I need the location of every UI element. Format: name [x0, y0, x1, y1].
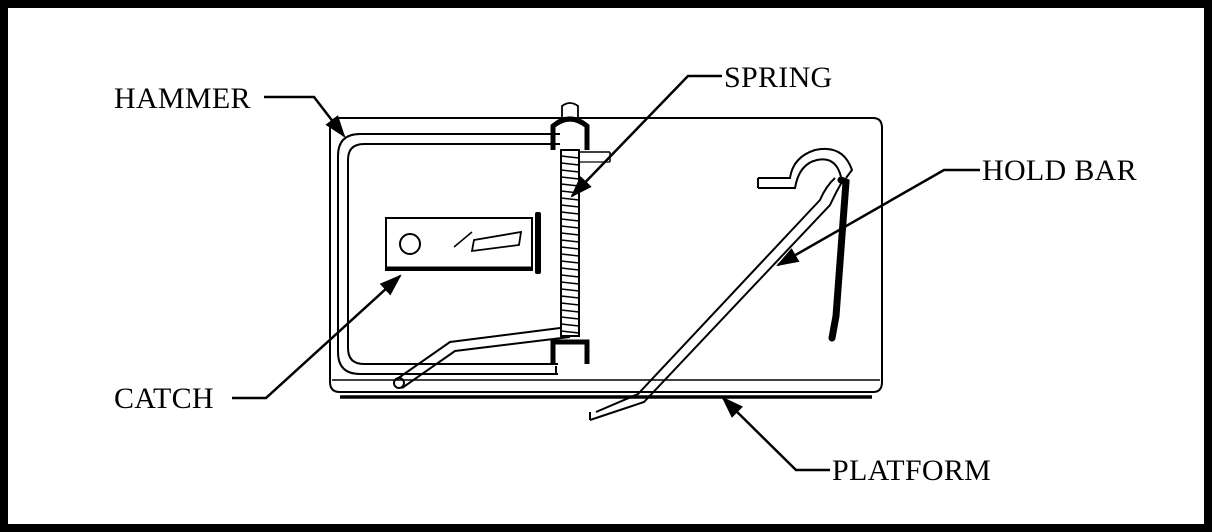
spring-coil-turn	[560, 197, 580, 201]
spring-coil-turn	[560, 302, 580, 306]
spring-coil-turn	[560, 281, 580, 285]
latch-wire	[393, 326, 571, 389]
hammer	[337, 133, 560, 375]
leader-hammer	[264, 95, 346, 138]
spring-coil-turn	[560, 169, 580, 173]
spring-coil-turn	[560, 253, 580, 257]
spring-coil-turn	[560, 211, 580, 215]
callout-hold-bar: HOLD BAR	[776, 154, 1137, 267]
spring-coil-turn	[560, 162, 580, 166]
label-platform: PLATFORM	[832, 454, 991, 487]
spring-coil-turn	[560, 260, 580, 264]
spring-coil-turn	[560, 246, 580, 250]
spring-coil-turn	[560, 155, 580, 159]
leader-catch	[232, 274, 402, 400]
callout-spring: SPRING	[570, 61, 833, 198]
leader-spring	[570, 74, 722, 198]
label-catch: CATCH	[114, 382, 214, 415]
spring-coil-turn	[560, 218, 580, 222]
spring-coil-turn	[560, 204, 580, 208]
spring-coil-turn	[560, 267, 580, 271]
callout-platform: PLATFORM	[721, 396, 991, 487]
callout-hammer: HAMMER	[114, 82, 346, 138]
spring-coil-turn	[560, 309, 580, 313]
leader-hold-bar	[776, 168, 980, 267]
label-spring: SPRING	[724, 61, 833, 94]
label-hold-bar: HOLD BAR	[982, 154, 1137, 187]
hold-bar	[589, 177, 844, 421]
spring-coil-turn	[560, 232, 580, 236]
spring-coil-turn	[560, 274, 580, 278]
spring-coil-turn	[560, 323, 580, 327]
spring-coil-turn	[560, 288, 580, 292]
leader-platform	[721, 396, 830, 472]
spring-coil-turn	[560, 330, 580, 334]
spring-coil-turn	[560, 295, 580, 299]
spring-coil-turn	[560, 316, 580, 320]
spring-coil-turn	[560, 225, 580, 229]
label-hammer: HAMMER	[114, 82, 251, 115]
spring-coil-turn	[560, 239, 580, 243]
callout-catch: CATCH	[114, 274, 402, 415]
catch	[385, 212, 541, 274]
